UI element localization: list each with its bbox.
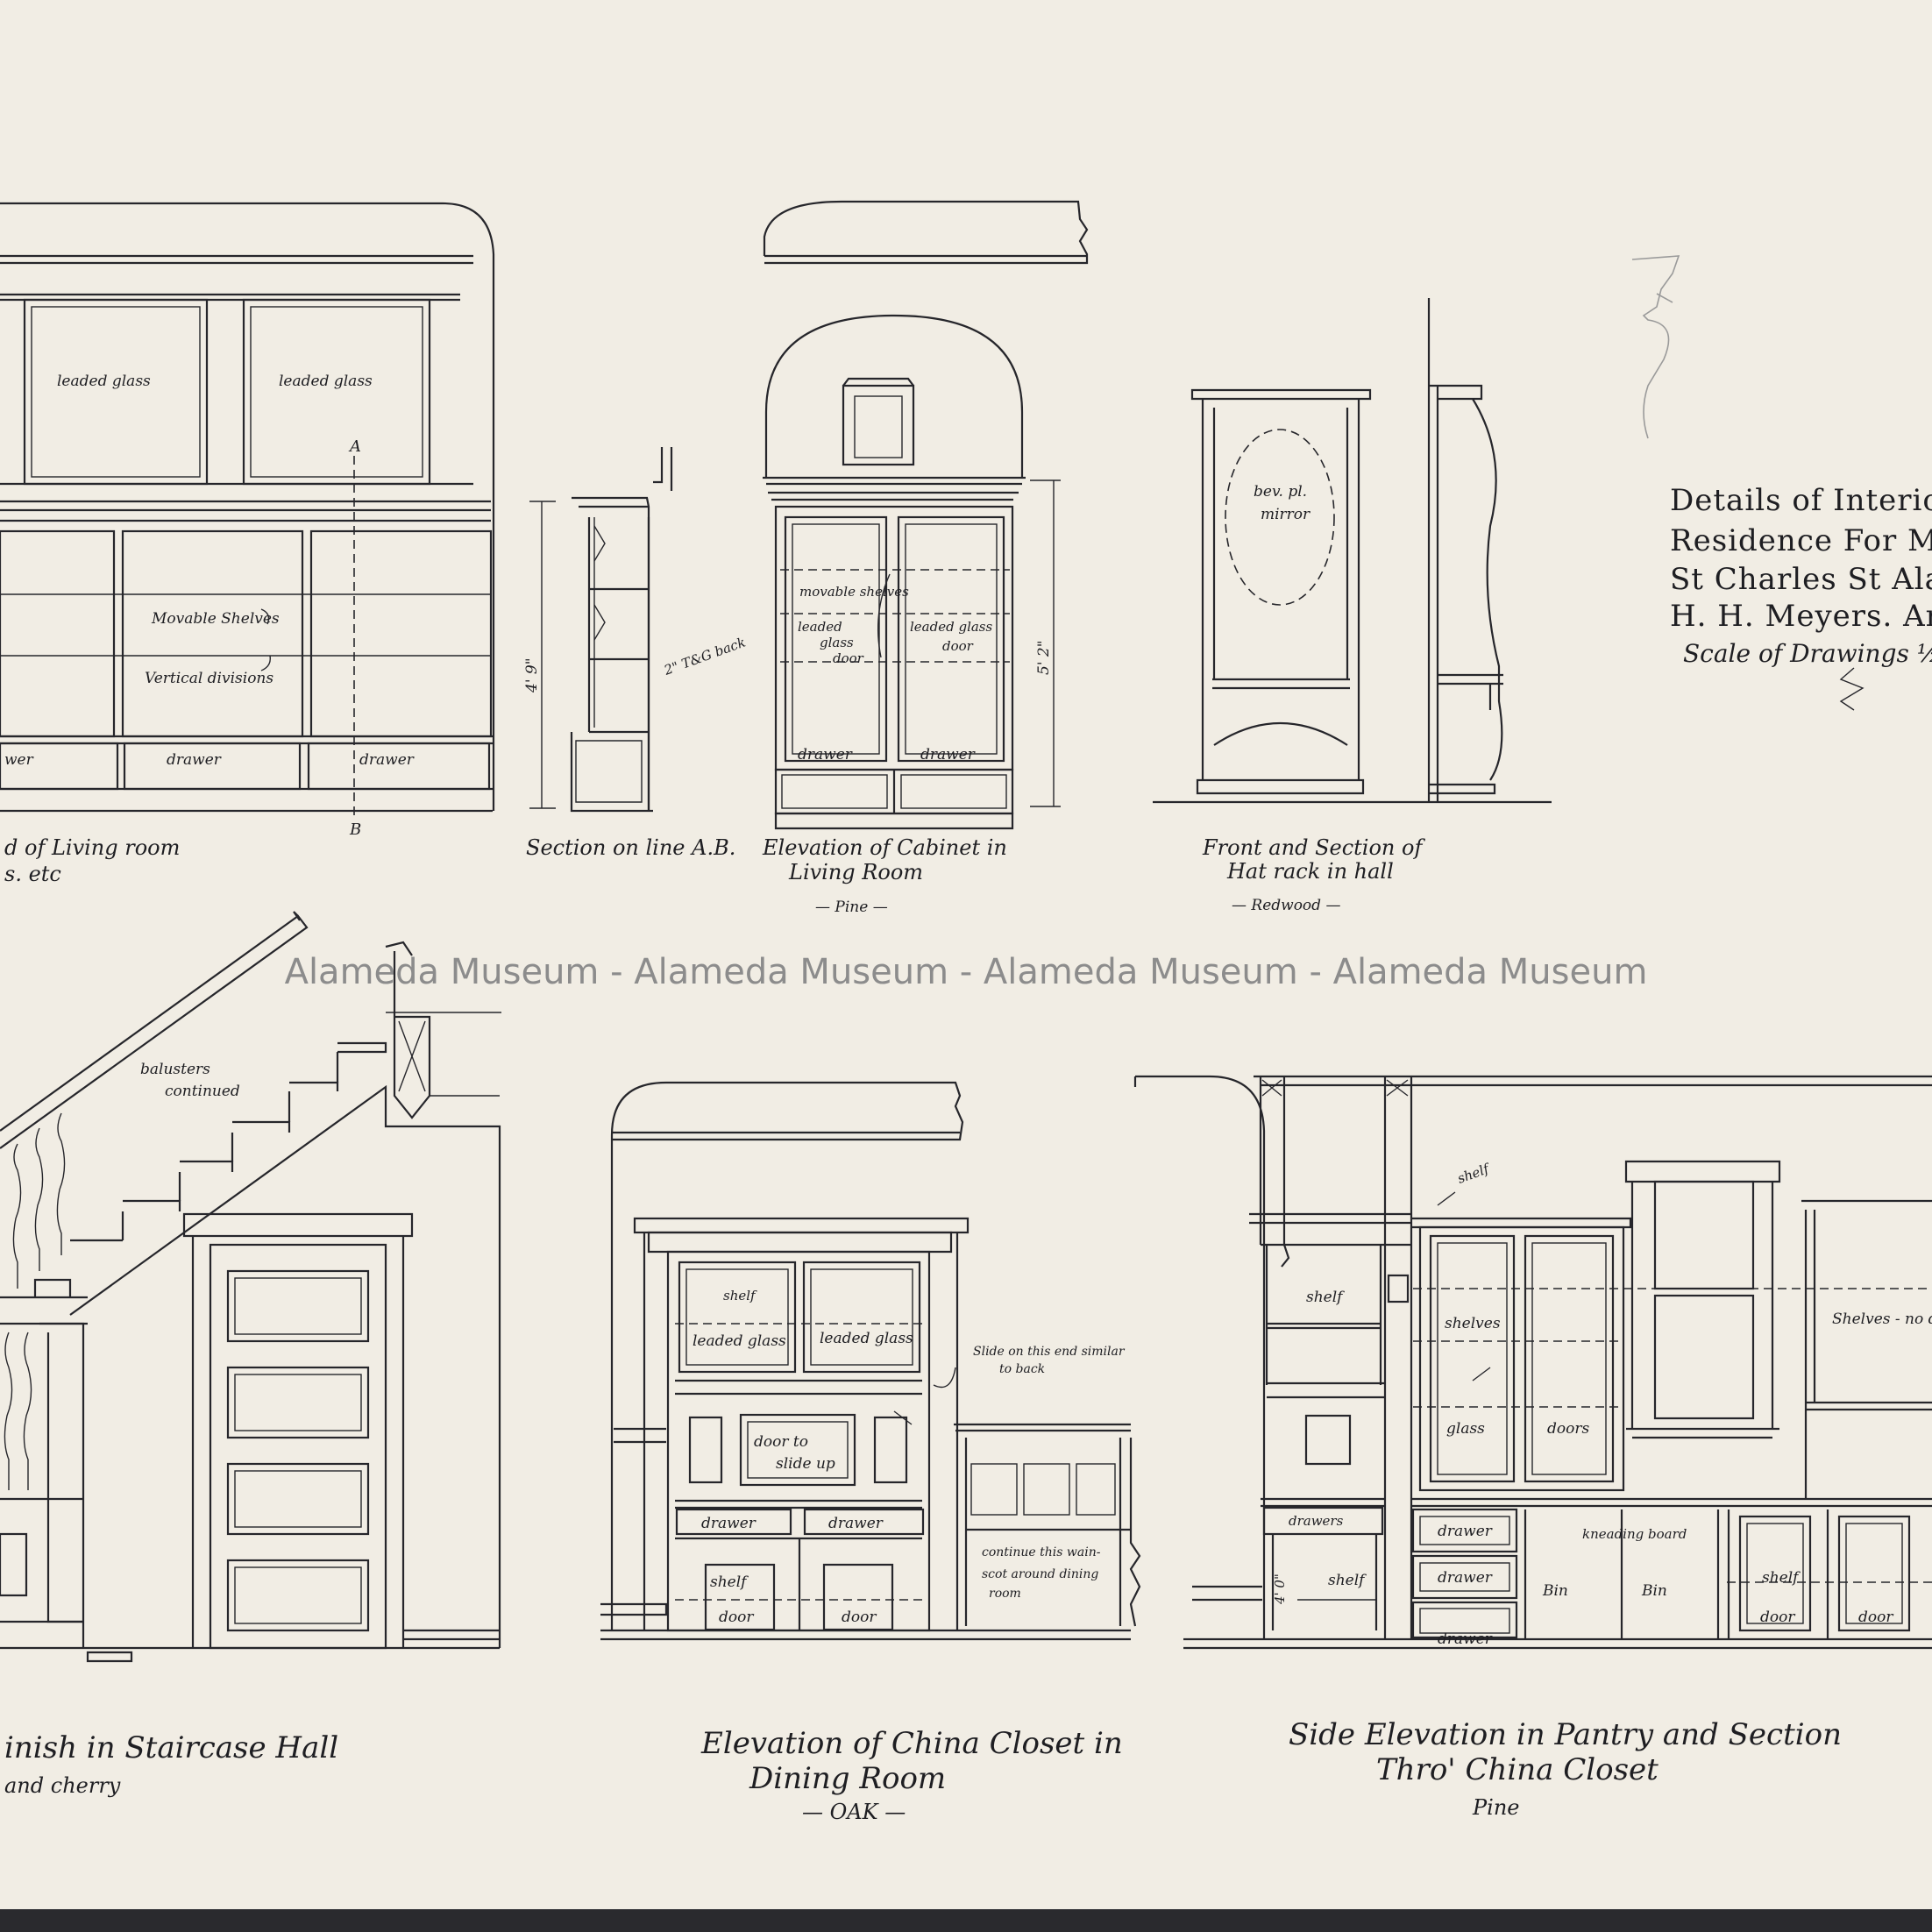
caption-staircase-2: and cherry	[4, 1773, 121, 1798]
label-kneading-board: kneading board	[1582, 1526, 1687, 1542]
label-pantry-shelf-left: shelf	[1306, 1289, 1345, 1306]
label-cc-drawer-1: drawer	[701, 1515, 756, 1532]
caption-china-closet: Elevation of China Closet in	[700, 1726, 1123, 1761]
label-pantry-drawer-2: drawer	[1438, 1569, 1493, 1587]
label-pantry-drawer-1: drawer	[1438, 1523, 1493, 1540]
label-drawer-3: drawer	[359, 751, 415, 769]
label-bin-2: Bin	[1641, 1582, 1667, 1600]
label-vertical-divisions: Vertical divisions	[145, 670, 273, 687]
label-cab-drawer-1: drawer	[798, 746, 853, 764]
label-leaded-door-1: leaded	[798, 619, 842, 635]
caption-hat-rack-2: Hat rack in hall	[1226, 859, 1394, 884]
label-leaded-glass-door: leaded glass	[910, 619, 993, 635]
label-bevel-plate: bev. pl.	[1254, 483, 1307, 501]
label-continue-wainscot-2: scot around dining	[982, 1567, 1098, 1581]
material-pantry: Pine	[1472, 1795, 1519, 1820]
label-cc-drawer-2: drawer	[828, 1515, 884, 1532]
label-cc-shelf: shelf	[723, 1288, 757, 1303]
label-movable-shelves: Movable Shelves	[151, 610, 280, 628]
material-cabinet: — Pine —	[815, 899, 888, 916]
label-continue-wainscot-3: room	[989, 1587, 1021, 1601]
label-leaded-door-2: glass	[820, 635, 854, 650]
label-pantry-glass: glass	[1446, 1420, 1485, 1438]
caption-living-room-cabinet: Elevation of Cabinet in	[762, 835, 1007, 860]
label-pantry-door-1: door	[1760, 1609, 1795, 1626]
caption-china-closet-2: Dining Room	[749, 1761, 946, 1796]
title-line-5: Scale of Drawings ½ in	[1683, 639, 1932, 668]
label-cc-shelf-lower: shelf	[710, 1573, 749, 1591]
staircase-hall-elevation: balusters continued inish in Staircase H…	[0, 911, 501, 1798]
dimension-pantry: 4' 0"	[1272, 1573, 1288, 1605]
watermark-text: Alameda Museum - Alameda Museum - Alamed…	[285, 952, 1648, 992]
living-room-end-elevation: leaded glass leaded glass A B Movable Sh…	[0, 202, 495, 886]
title-line-1: Details of Interior	[1670, 483, 1932, 518]
label-balusters-continued: continued	[165, 1083, 240, 1100]
hat-rack-elevation: bev. pl. mirror Front and Section of Hat…	[1153, 298, 1552, 914]
caption-hat-rack: Front and Section of	[1202, 835, 1425, 860]
living-room-cabinet-elevation: 5' 2" movable shelves leaded glass door …	[762, 200, 1089, 916]
caption-staircase: inish in Staircase Hall	[4, 1730, 338, 1765]
label-pantry-shelf-low: shelf	[1328, 1572, 1367, 1589]
section-mark-a: A	[348, 437, 361, 456]
label-pantry-door-2: door	[1858, 1609, 1893, 1626]
label-door-to-slide: door to	[754, 1433, 808, 1451]
label-continue-wainscot: continue this wain-	[982, 1545, 1101, 1559]
label-shelves-no-doors: Shelves - no doo	[1832, 1310, 1932, 1328]
label-cc-leaded-left: leaded glass	[693, 1332, 786, 1350]
label-drawer-2: drawer	[167, 751, 222, 769]
label-pantry-shelf-right: shelf	[1762, 1569, 1801, 1587]
title-line-4: H. H. Meyers. Arch	[1670, 599, 1932, 634]
pantry-side-elevation: shelf shelf shelves glass doors Shelves …	[1133, 1075, 1932, 1820]
dimension-cabinet: 5' 2"	[1035, 640, 1053, 675]
label-balusters: balusters	[140, 1061, 210, 1078]
caption-living-room-end-2: s. etc	[4, 862, 61, 886]
label-pantry-shelves: shelves	[1445, 1315, 1501, 1332]
material-china-closet: — OAK —	[802, 1800, 906, 1824]
material-hat-rack: — Redwood —	[1232, 897, 1340, 914]
title-line-3: St Charles St Alamed	[1670, 562, 1932, 597]
caption-living-room-end: d of Living room	[4, 835, 180, 860]
dimension-section: 4' 9"	[523, 657, 541, 693]
label-bin-1: Bin	[1542, 1582, 1568, 1600]
label-leaded-glass-left: leaded glass	[57, 373, 151, 390]
section-mark-b: B	[349, 820, 361, 839]
label-slide-note-2: to back	[999, 1362, 1045, 1376]
label-cc-door-2: door	[842, 1609, 877, 1626]
label-leaded-door-3: door	[833, 650, 864, 666]
label-pantry-doors: doors	[1547, 1420, 1589, 1438]
label-cc-leaded-right: leaded glass	[820, 1330, 913, 1347]
caption-living-room-cabinet-2: Living Room	[788, 860, 923, 884]
caption-pantry-2: Thro' China Closet	[1376, 1752, 1659, 1787]
label-pantry-drawers: drawers	[1289, 1513, 1344, 1529]
title-line-2: Residence For Mr. T. W	[1670, 523, 1932, 558]
label-leaded-glass-door-2: door	[942, 638, 974, 654]
label-slide-note: Slide on this end similar	[973, 1345, 1126, 1359]
label-pantry-drawer-3: drawer	[1438, 1630, 1493, 1648]
label-drawer-1: wer	[4, 751, 34, 769]
label-movable-shelves-2: movable shelves	[799, 584, 909, 600]
label-leaded-glass-right: leaded glass	[279, 373, 373, 390]
caption-pantry: Side Elevation in Pantry and Section	[1289, 1717, 1842, 1752]
label-mirror: mirror	[1261, 506, 1310, 523]
china-closet-elevation: shelf leaded glass leaded glass Slide on…	[600, 1081, 1141, 1824]
title-block: Details of Interior Residence For Mr. T.…	[1670, 483, 1932, 711]
label-cab-drawer-2: drawer	[920, 746, 976, 764]
caption-section-ab: Section on line A.B.	[526, 835, 735, 860]
label-cc-door-1: door	[719, 1609, 754, 1626]
label-door-to-slide-2: slide up	[776, 1455, 835, 1473]
